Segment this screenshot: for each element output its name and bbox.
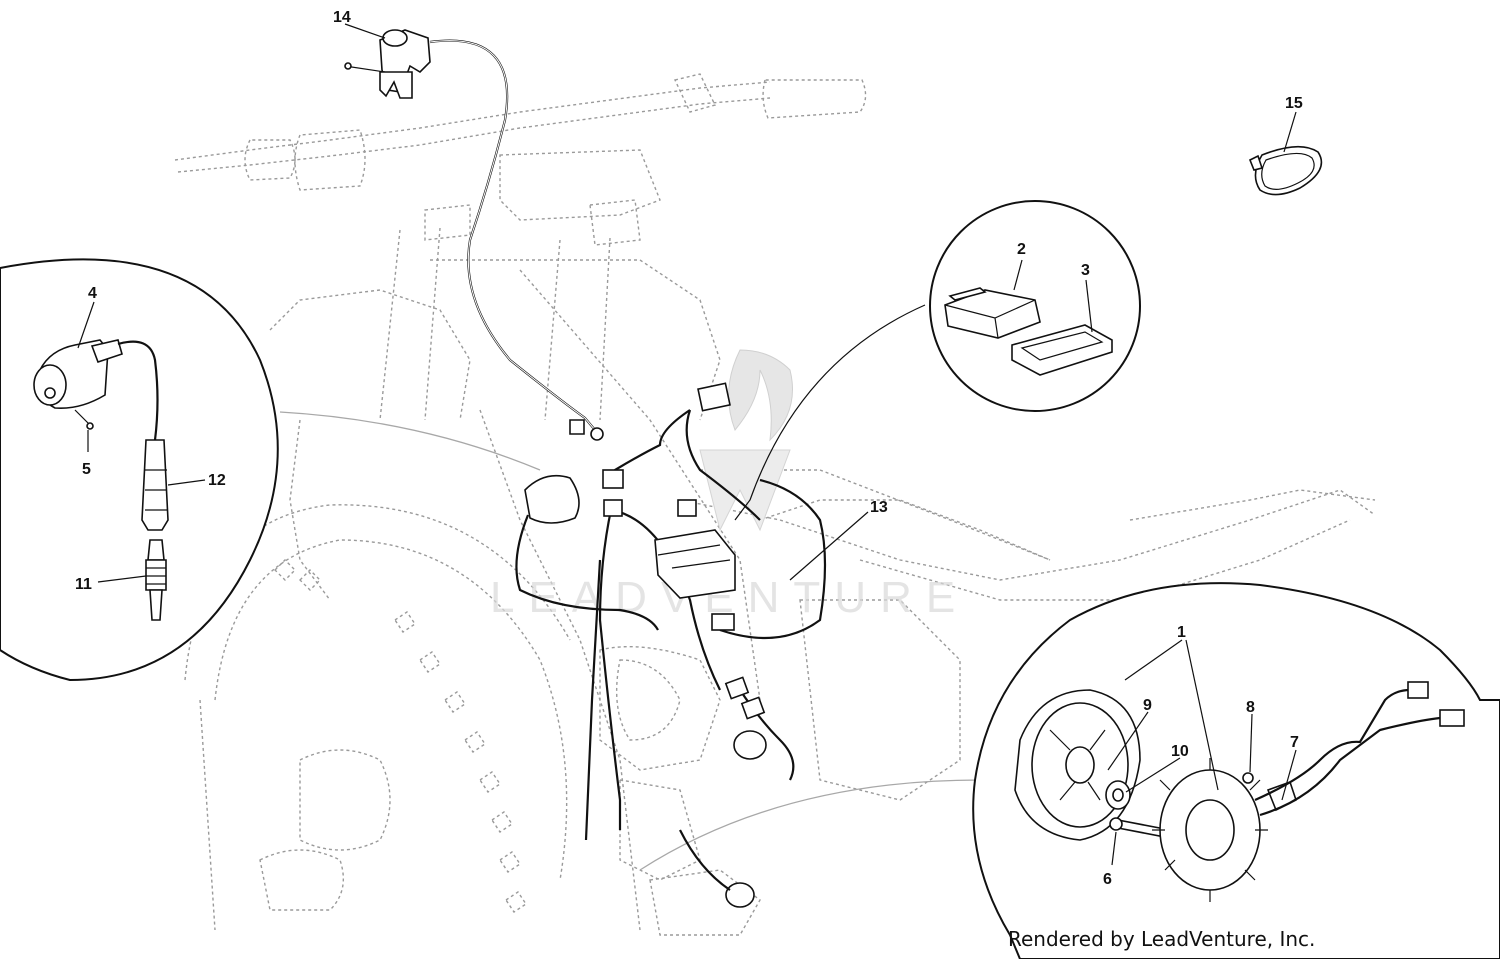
callout-13: 13: [870, 499, 888, 516]
callout-6: 6: [1103, 871, 1112, 888]
render-credit: Rendered by LeadVenture, Inc.: [1008, 927, 1316, 951]
motorcycle-outline: [174, 73, 1376, 936]
leader-lines: [77, 23, 1297, 866]
callout-4: 4: [88, 285, 97, 302]
callout-7: 7: [1290, 734, 1299, 751]
detail-circle-stator: [972, 582, 1500, 959]
callout-14: 14: [333, 9, 351, 26]
callout-5: 5: [82, 461, 91, 478]
callout-12: 12: [208, 472, 226, 489]
callout-11: 11: [75, 576, 92, 593]
kill-switch: [344, 29, 431, 99]
callout-8: 8: [1246, 699, 1255, 716]
callout-3: 3: [1081, 262, 1090, 279]
callouts: 1 2 3 4 5 6 7 8 9 10 11 12 13 14 15: [75, 9, 1303, 888]
callout-2: 2: [1017, 241, 1026, 258]
detail-circle-cdi: [734, 200, 1141, 521]
callout-1: 1: [1177, 624, 1186, 641]
callout-9: 9: [1143, 697, 1152, 714]
callout-10: 10: [1171, 743, 1189, 760]
detail-circle-ignition: [0, 258, 279, 682]
hose-clamp: [1248, 145, 1323, 196]
callout-15: 15: [1285, 95, 1303, 112]
wiring-harness: [429, 39, 827, 908]
